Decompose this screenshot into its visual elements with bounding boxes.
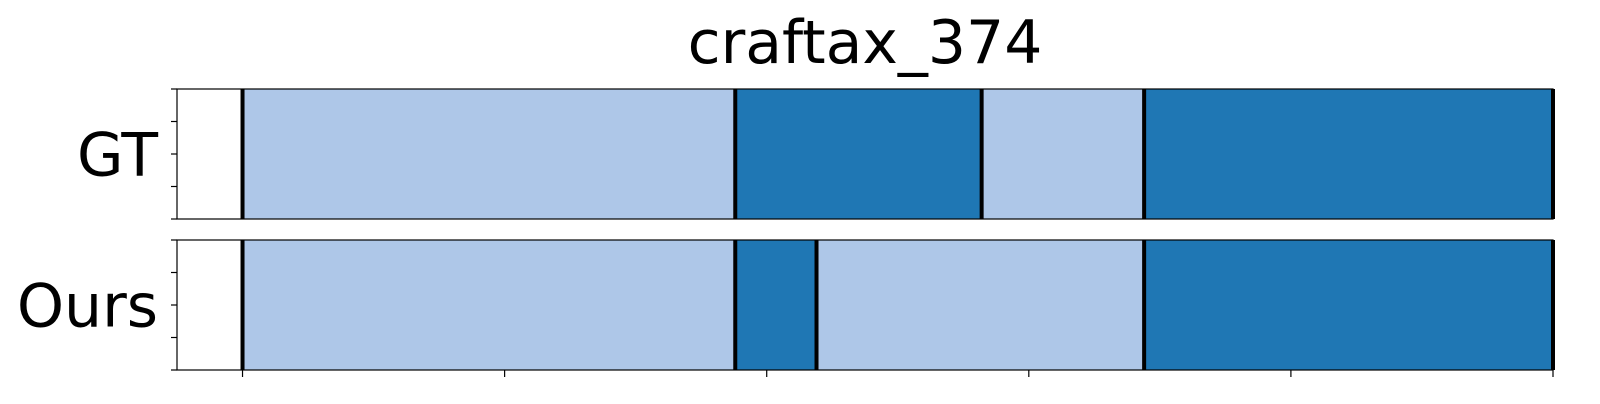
segment-gt-2 [981,89,1145,219]
segment-ours-3 [1144,240,1553,370]
row-label-gt: GT [77,121,158,191]
row-gt: GT [77,88,1555,220]
segment-ours-2 [816,240,1145,370]
segment-gt-0 [242,89,736,219]
row-ours: Ours [17,239,1555,371]
segment-gt-1 [735,89,982,219]
chart-title: craftax_374 [688,8,1043,78]
rows-layer: GT Ours [17,88,1555,377]
segment-ours-1 [735,240,817,370]
row-label-ours: Ours [17,272,158,342]
segment-gt-3 [1144,89,1553,219]
segment-ours-0 [242,240,736,370]
